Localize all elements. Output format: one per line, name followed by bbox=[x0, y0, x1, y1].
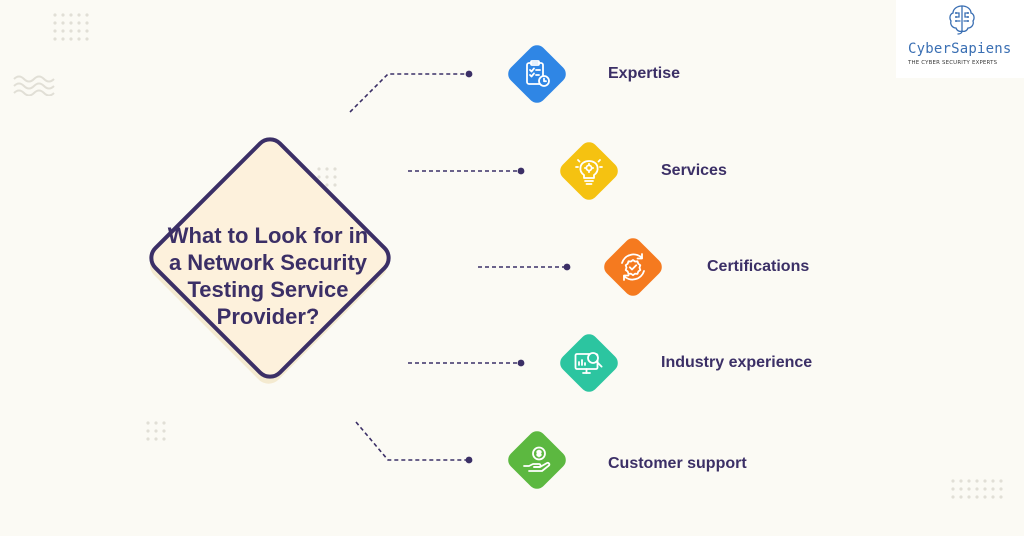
wave-decoration bbox=[13, 75, 55, 96]
certifications-label: Certifications bbox=[707, 258, 810, 275]
customer-support-icon-tile bbox=[502, 425, 572, 495]
industry-experience-label: Industry experience bbox=[661, 354, 813, 371]
brain-circuit-icon bbox=[949, 5, 975, 35]
expertise-label: Expertise bbox=[608, 65, 681, 82]
services-label: Services bbox=[661, 162, 727, 179]
logo-tagline: THE CYBER SECURITY EXPERTS bbox=[908, 60, 998, 66]
services-icon-tile bbox=[554, 136, 624, 206]
logo-wordmark: CyberSapiens bbox=[908, 41, 1012, 57]
dot-grid-decoration bbox=[951, 479, 1003, 499]
certifications-icon-tile bbox=[598, 232, 668, 302]
badge-check-icon bbox=[621, 253, 645, 281]
connector-dot bbox=[517, 359, 525, 367]
connector-expertise bbox=[349, 73, 468, 113]
lightbulb-gear-icon bbox=[575, 159, 603, 185]
clipboard-clock-icon bbox=[526, 60, 550, 87]
hand-coin-icon bbox=[523, 446, 551, 472]
connector-dot bbox=[465, 456, 473, 464]
customer-support-label: Customer support bbox=[608, 455, 747, 472]
monitor-magnifier-icon bbox=[574, 352, 603, 374]
connector-customer-support bbox=[355, 421, 468, 461]
dot-grid-decoration bbox=[146, 421, 166, 441]
main-diamond bbox=[120, 108, 420, 408]
industry-experience-icon-tile bbox=[554, 328, 624, 398]
connector-dot bbox=[465, 70, 473, 78]
brand-logo: CyberSapiens THE CYBER SECURITY EXPERTS bbox=[896, 0, 1024, 78]
expertise-icon-tile bbox=[502, 39, 572, 109]
connector-dot bbox=[517, 167, 525, 175]
dot-grid-decoration bbox=[53, 13, 89, 41]
connector-dot bbox=[563, 263, 571, 271]
main-title: What to Look for in a Network Security T… bbox=[167, 223, 369, 329]
